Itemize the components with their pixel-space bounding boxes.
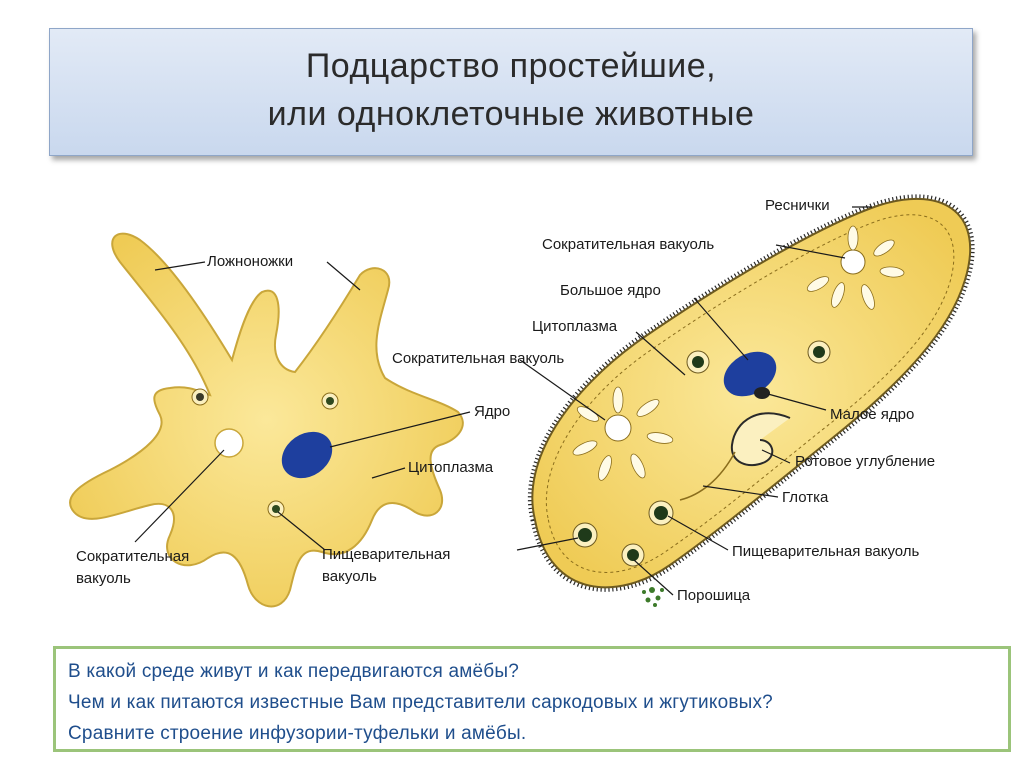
paramecium-oral-groove	[730, 412, 791, 467]
paramecium-anal-pore-discharge	[642, 587, 664, 607]
question-1: В какой среде живут и как передвигаются …	[68, 661, 519, 682]
paramecium-food-vacuoles	[572, 340, 831, 567]
label-paramecium-contractile-vacuole-top: Сократительная вакуоль	[542, 236, 714, 253]
label-amoeba-digestive-vacuole-1: Пищеварительная	[322, 546, 450, 563]
label-cilia: Реснички	[765, 197, 830, 214]
paramecium-macronucleus	[723, 351, 777, 397]
amoeba-food-vacuole-1	[191, 388, 209, 406]
label-anal-pore: Порошица	[677, 587, 751, 604]
label-macronucleus: Большое ядро	[560, 282, 661, 299]
label-paramecium-contractile-vacuole-bottom: Сократительная вакуоль	[392, 350, 564, 367]
label-paramecium-digestive-vacuole: Пищеварительная вакуоль	[732, 543, 920, 560]
questions-box: В какой среде живут и как передвигаются …	[53, 646, 1011, 752]
question-3: Сравните строение инфузории-туфельки и а…	[68, 723, 527, 744]
label-amoeba-digestive-vacuole-2: вакуоль	[322, 568, 377, 585]
title-banner: Подцарство простейшие, или одноклеточные…	[49, 28, 973, 156]
paramecium-leader-lines	[516, 206, 872, 596]
amoeba-food-vacuole-2	[321, 392, 339, 410]
amoeba-nucleus	[281, 431, 333, 479]
title-line-2: или одноклеточные животные	[267, 95, 755, 133]
paramecium-contractile-vacuole-top	[806, 225, 905, 310]
label-micronucleus: Малое ядро	[830, 406, 914, 423]
paramecium-micronucleus	[754, 387, 770, 399]
paramecium-pharynx	[679, 451, 736, 501]
title-line-1: Подцарство простейшие,	[305, 47, 717, 85]
label-amoeba-cytoplasm: Цитоплазма	[408, 459, 494, 476]
label-amoeba-nucleus: Ядро	[474, 403, 510, 420]
paramecium-contractile-vacuole-bottom	[572, 386, 674, 481]
label-amoeba-contractile-vacuole-2: вакуоль	[76, 570, 131, 587]
paramecium-inner-membrane	[546, 214, 955, 573]
amoeba-body	[69, 232, 464, 608]
label-oral-groove: Ротовое углубление	[795, 453, 935, 470]
label-pharynx: Глотка	[782, 489, 829, 506]
label-paramecium-cytoplasm: Цитоплазма	[532, 318, 618, 335]
label-pseudopods: Ложноножки	[207, 253, 293, 270]
amoeba	[69, 232, 464, 608]
amoeba-leader-lines	[134, 261, 471, 551]
question-2: Чем и как питаются известные Вам предста…	[68, 692, 773, 713]
label-amoeba-contractile-vacuole-1: Сократительная	[76, 548, 189, 565]
amoeba-contractile-vacuole	[214, 428, 244, 458]
paramecium	[527, 194, 975, 607]
